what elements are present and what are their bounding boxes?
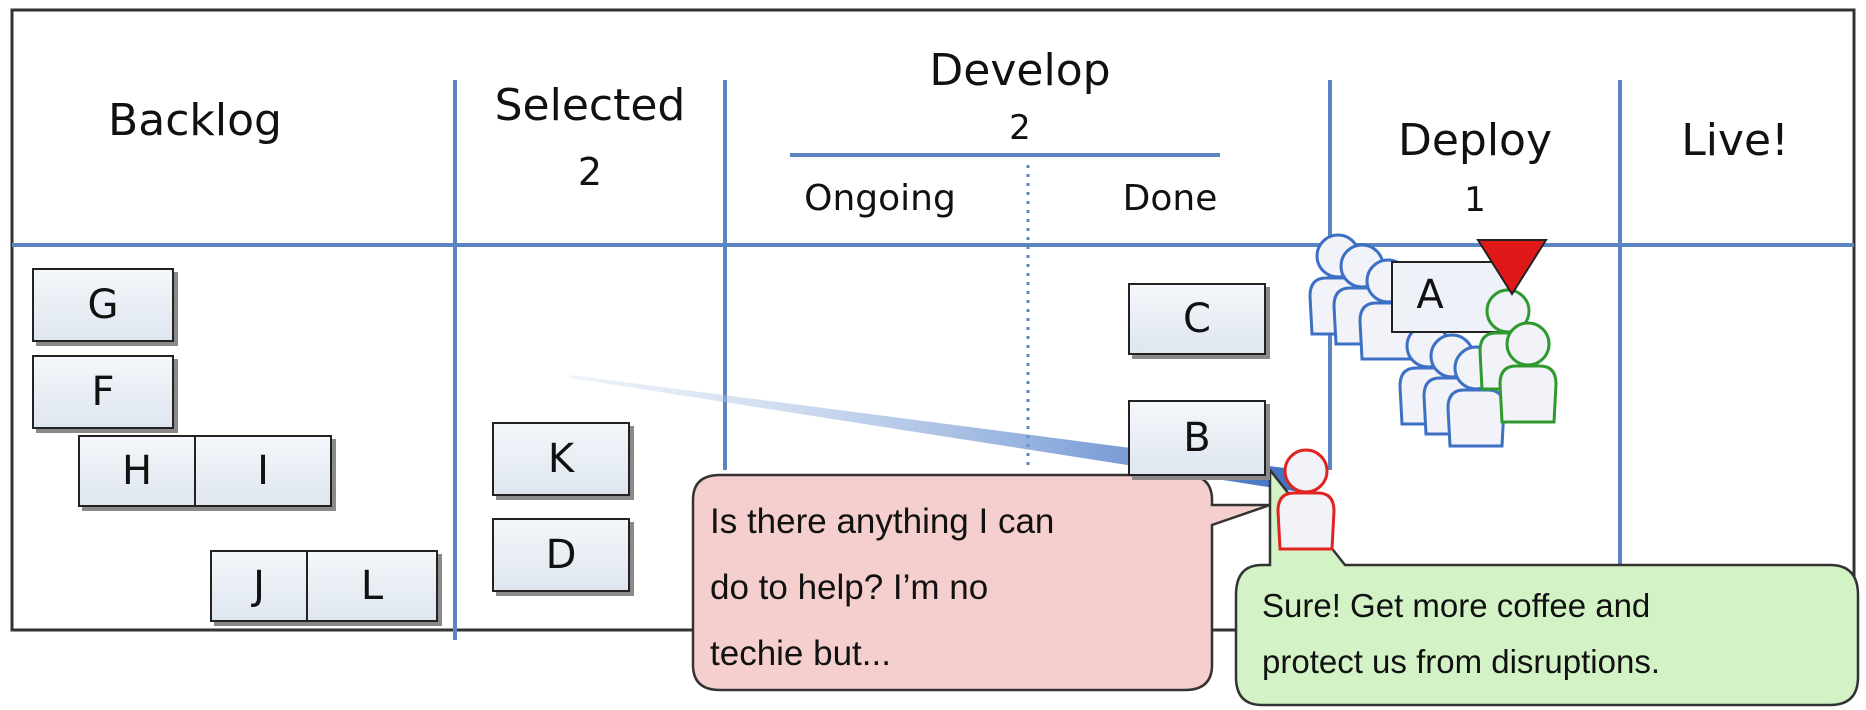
column-limit-deploy: 1 [1464, 180, 1486, 220]
card-g[interactable]: G [32, 268, 174, 342]
card-a[interactable]: A [1416, 272, 1444, 318]
card-j[interactable]: J [210, 550, 308, 622]
column-title-deploy: Deploy [1397, 115, 1553, 166]
card-h[interactable]: H [78, 435, 196, 507]
column-title-live: Live! [1681, 115, 1789, 166]
column-limit-develop: 2 [1009, 108, 1031, 148]
subcolumn-title-done: Done [1122, 178, 1218, 219]
column-title-backlog: Backlog [108, 95, 282, 146]
card-k[interactable]: K [492, 422, 630, 496]
column-title-develop: Develop [929, 45, 1111, 96]
team-speech-bubble [1234, 466, 1860, 707]
team-bubble-line-1: Sure! Get more coffee and [1262, 587, 1651, 624]
manager-bubble-line-2: do to help? I’m no [710, 568, 989, 607]
column-title-selected: Selected [494, 80, 686, 131]
card-l[interactable]: L [306, 550, 438, 622]
manager-bubble-line-1: Is there anything I can [710, 502, 1055, 541]
card-b[interactable]: B [1128, 400, 1266, 476]
team-bubble-line-2: protect us from disruptions. [1262, 643, 1660, 680]
card-i[interactable]: I [194, 435, 332, 507]
manager-red-icon [1276, 448, 1336, 551]
column-limit-selected: 2 [577, 150, 603, 194]
pointer-arm [570, 375, 1300, 492]
blocker-marker-icon [1476, 239, 1548, 296]
card-d[interactable]: D [492, 518, 630, 592]
card-c[interactable]: C [1128, 283, 1266, 355]
subcolumn-title-ongoing: Ongoing [804, 178, 956, 219]
manager-bubble-line-3: techie but... [710, 634, 891, 673]
card-f[interactable]: F [32, 355, 174, 429]
manager-speech-bubble [691, 473, 1271, 692]
